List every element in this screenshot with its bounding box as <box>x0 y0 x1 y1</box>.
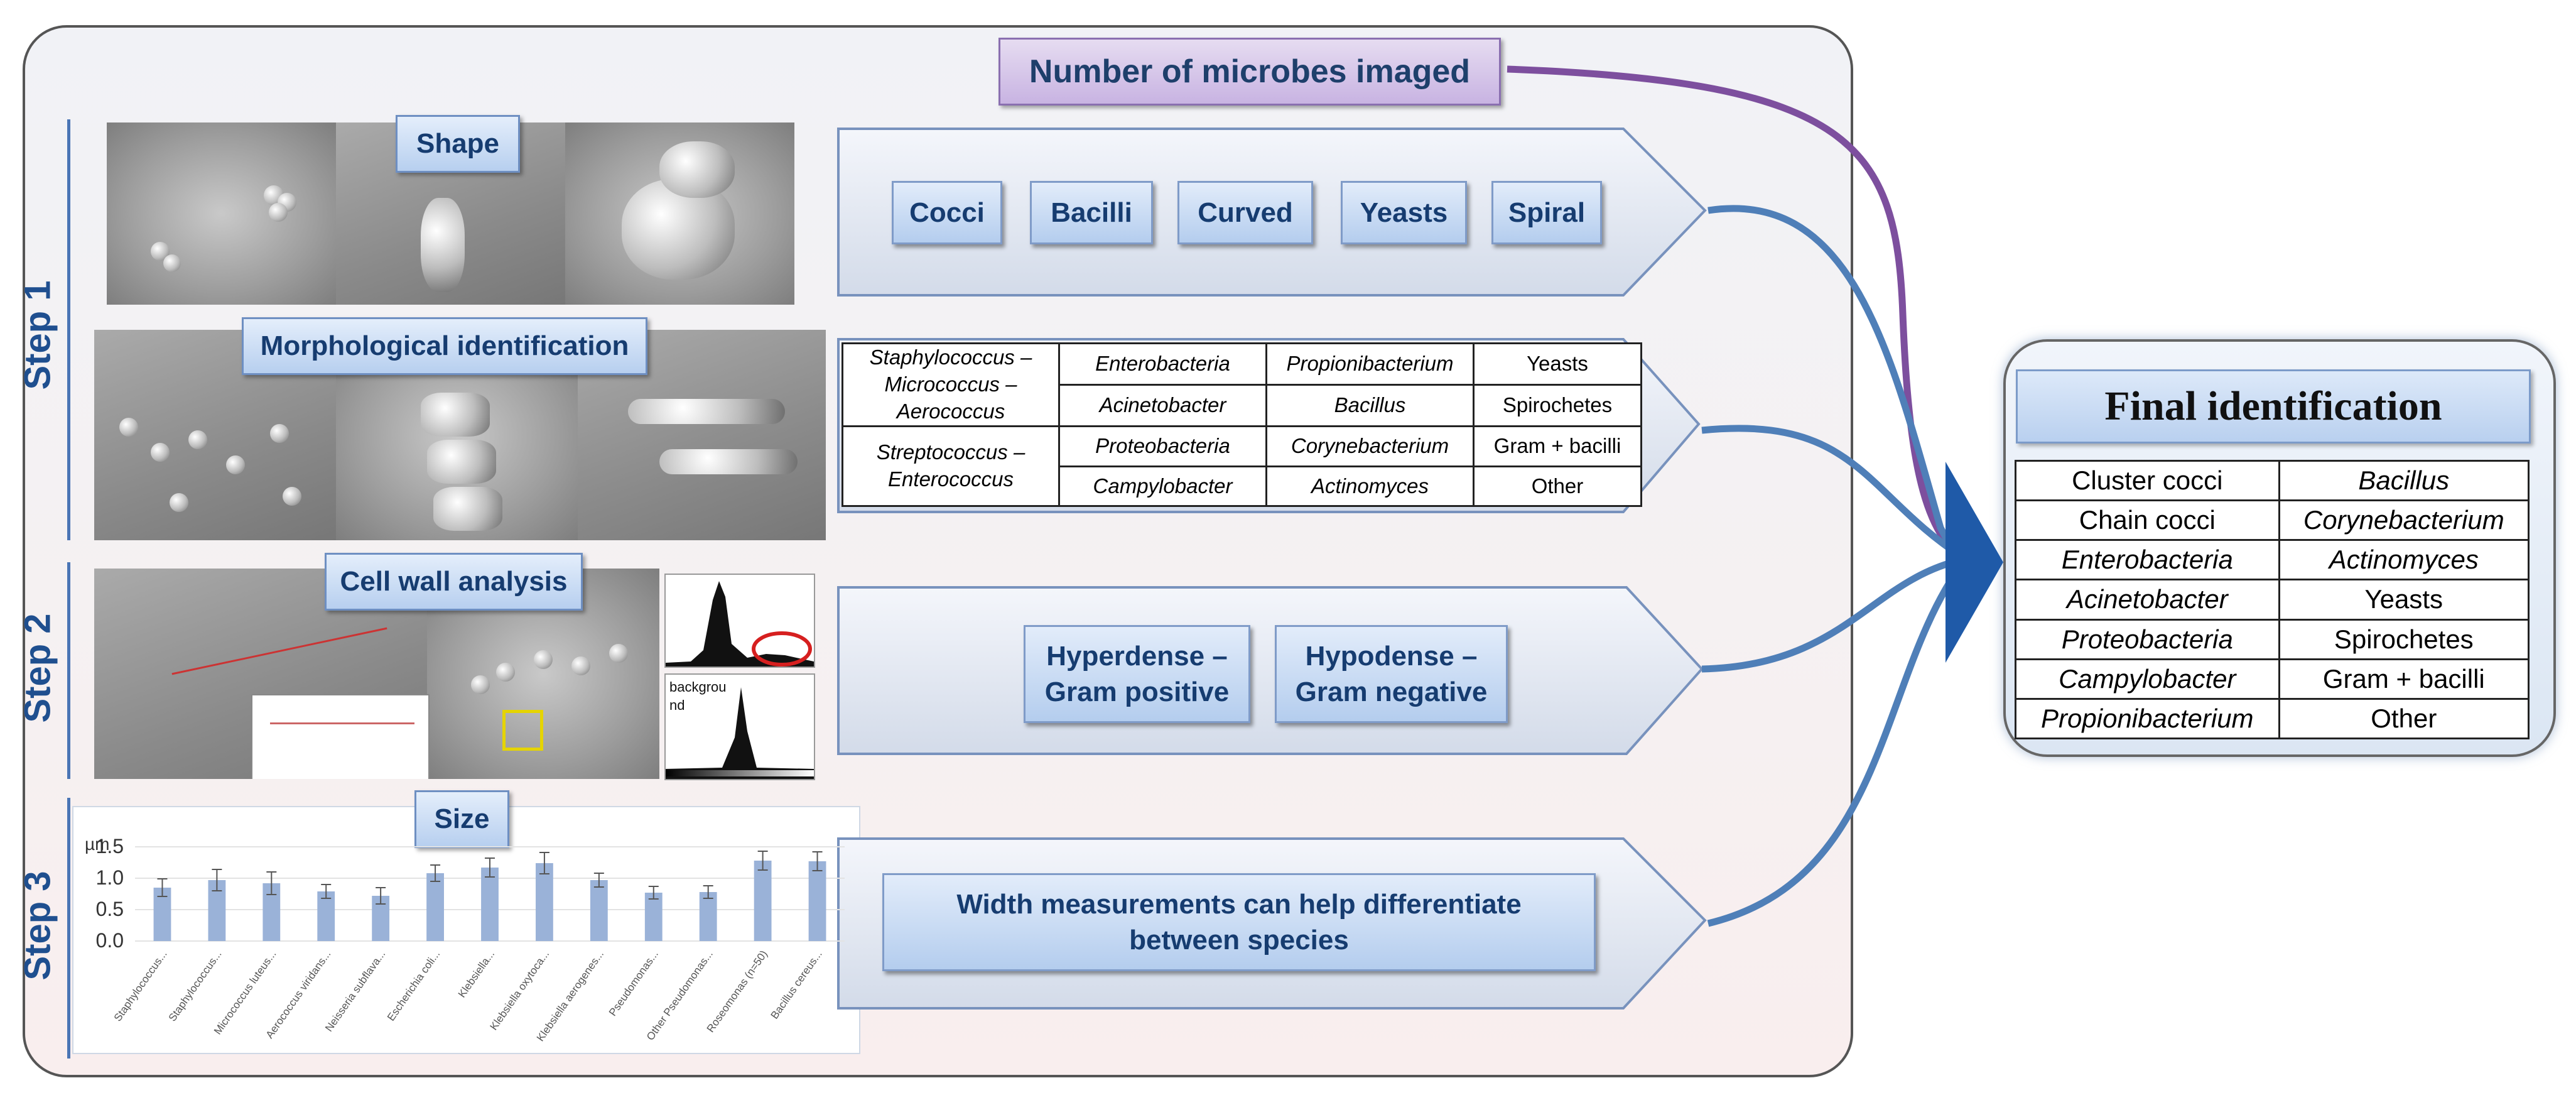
chart-error-bar <box>485 857 495 878</box>
final-title: Final identification <box>2104 383 2442 429</box>
morph-cell: Corynebacterium <box>1265 425 1475 467</box>
shape-chip-bacilli: Bacilli <box>1030 181 1153 244</box>
morph-cell: Campylobacter <box>1058 465 1267 507</box>
chart-error-bar <box>648 886 659 900</box>
blue-arrow-shape <box>1707 205 1973 563</box>
purple-arrow <box>1507 65 1974 569</box>
morph-cell: Propionibacterium <box>1265 342 1475 386</box>
morphology-table: Staphylococcus – Micrococcus – Aerococcu… <box>842 342 1642 507</box>
morph-cell: Acinetobacter <box>1058 383 1267 427</box>
chart-bar <box>317 891 335 941</box>
chart-error-bar <box>376 887 386 905</box>
final-cell: Actinomyces <box>2278 539 2530 581</box>
gram-positive-chip: Hyperdense – Gram positive <box>1024 625 1250 723</box>
final-cell: Enterobacteria <box>2015 539 2280 581</box>
chart-error-bar <box>266 871 277 895</box>
morph-cell: Spirochetes <box>1473 383 1642 427</box>
histogram-background: backgrou nd <box>664 673 815 780</box>
histogram-top <box>664 574 815 668</box>
chart-error-bar <box>593 873 604 888</box>
final-cell: Cluster cocci <box>2015 459 2280 502</box>
final-cell: Other <box>2278 697 2530 740</box>
morphological-identification-callout: Morphological identification <box>242 317 647 375</box>
chart-error-bar <box>812 851 823 871</box>
chart-bar <box>536 863 553 941</box>
chart-ylabel: µm <box>85 834 109 854</box>
shape-chip-curved: Curved <box>1177 181 1313 244</box>
histogram-label: backgrou nd <box>669 679 727 713</box>
shape-micrographs <box>107 122 794 305</box>
chart-bar <box>808 861 826 941</box>
chart-error-bar <box>212 869 222 891</box>
shape-callout: Shape <box>396 115 520 173</box>
final-title-box: Final identification <box>2016 369 2531 444</box>
shape-chip-spiral: Spiral <box>1491 181 1602 244</box>
final-cell: Acinetobacter <box>2015 579 2280 621</box>
morph-cell: Gram + bacilli <box>1473 425 1642 467</box>
morph-cell: Staphylococcus – Micrococcus – Aerococcu… <box>842 342 1060 427</box>
final-cell: Chain cocci <box>2015 499 2280 542</box>
step1-bar <box>67 119 70 540</box>
final-cell: Yeasts <box>2278 579 2530 621</box>
chart-bar <box>699 892 717 941</box>
morph-cell: Bacillus <box>1265 383 1475 427</box>
chart-ytick-label: 0.0 <box>96 929 124 952</box>
gram-negative-chip: Hypodense – Gram negative <box>1275 625 1508 723</box>
chart-bar <box>590 880 608 941</box>
step3-bar <box>67 798 70 1059</box>
microbes-imaged-box: Number of microbes imaged <box>998 38 1501 106</box>
chart-error-bar <box>430 864 441 882</box>
chart-bar <box>426 873 444 941</box>
morph-cell: Other <box>1473 465 1642 507</box>
final-cell: Gram + bacilli <box>2278 658 2530 700</box>
chart-error-bar <box>757 851 768 871</box>
final-cell: Corynebacterium <box>2278 499 2530 542</box>
size-callout: Size <box>414 790 509 848</box>
chart-bar <box>481 868 499 941</box>
morph-cell: Streptococcus – Enterococcus <box>842 425 1060 507</box>
step2-bar <box>67 562 70 779</box>
width-measurement-chip: Width measurements can help differentiat… <box>882 873 1596 971</box>
blue-arrow-size <box>1707 557 1969 927</box>
chart-error-bar <box>539 852 549 874</box>
cell-wall-callout: Cell wall analysis <box>325 553 583 611</box>
shape-chip-cocci: Cocci <box>892 181 1002 244</box>
chart-ytick-label: 1.5 <box>96 835 124 857</box>
chart-error-bar <box>321 884 332 899</box>
chart-error-bar <box>703 885 713 899</box>
chart-bar <box>754 861 772 941</box>
shape-chip-yeasts: Yeasts <box>1341 181 1467 244</box>
morph-cell: Yeasts <box>1473 342 1642 386</box>
histogram-background-plot <box>666 687 814 779</box>
histogram-top-plot <box>666 581 814 667</box>
chart-bar <box>644 893 663 941</box>
size-chart: µm 1.51.00.50.0 Staphylococcus...Staphyl… <box>85 834 845 1043</box>
blue-arrow-morph <box>1701 425 1967 562</box>
final-cell: Propionibacterium <box>2015 697 2280 740</box>
morph-cell: Enterobacteria <box>1058 342 1267 386</box>
chart-ytick-label: 0.5 <box>96 898 124 920</box>
blue-arrow-gram <box>1701 555 1967 673</box>
final-cell: Campylobacter <box>2015 658 2280 700</box>
final-arrowhead <box>1946 462 2003 663</box>
chart-error-bar <box>157 878 168 897</box>
morphology-micrographs <box>94 330 826 540</box>
microbes-imaged-text: Number of microbes imaged <box>1029 53 1471 90</box>
final-cell: Proteobacteria <box>2015 618 2280 660</box>
final-cell: Spirochetes <box>2278 618 2530 660</box>
morph-cell: Actinomyces <box>1265 465 1475 507</box>
chart-ytick-label: 1.0 <box>96 866 124 889</box>
final-cell: Bacillus <box>2278 459 2530 502</box>
morph-cell: Proteobacteria <box>1058 425 1267 467</box>
